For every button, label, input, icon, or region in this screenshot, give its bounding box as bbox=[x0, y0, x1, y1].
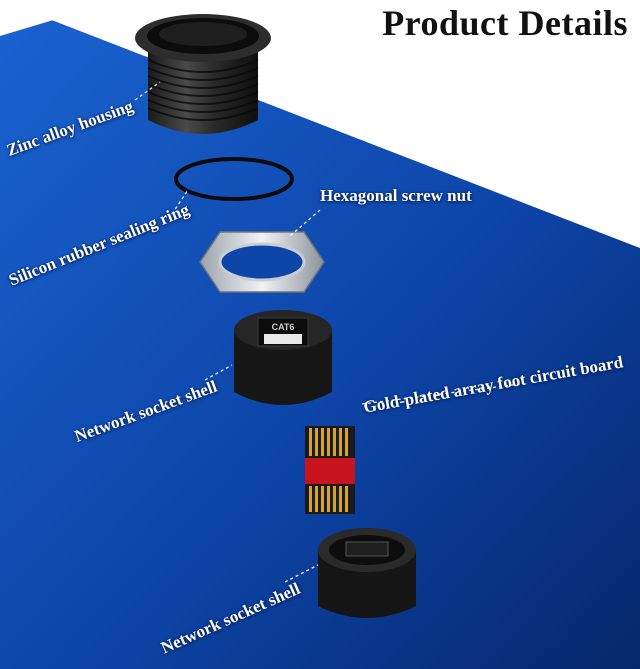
network-socket-shell-bottom-part bbox=[318, 528, 416, 618]
zinc-alloy-housing-part bbox=[135, 14, 271, 134]
page-title: Product Details bbox=[382, 3, 628, 43]
hexagonal-nut-part bbox=[199, 231, 325, 293]
cat6-marking: CAT6 bbox=[272, 322, 295, 332]
circuit-board-part bbox=[305, 426, 355, 514]
network-socket-shell-top-part: CAT6 bbox=[234, 310, 332, 405]
label-hexagonal-screw-nut: Hexagonal screw nut bbox=[320, 186, 472, 205]
sealing-ring-part bbox=[174, 157, 294, 201]
